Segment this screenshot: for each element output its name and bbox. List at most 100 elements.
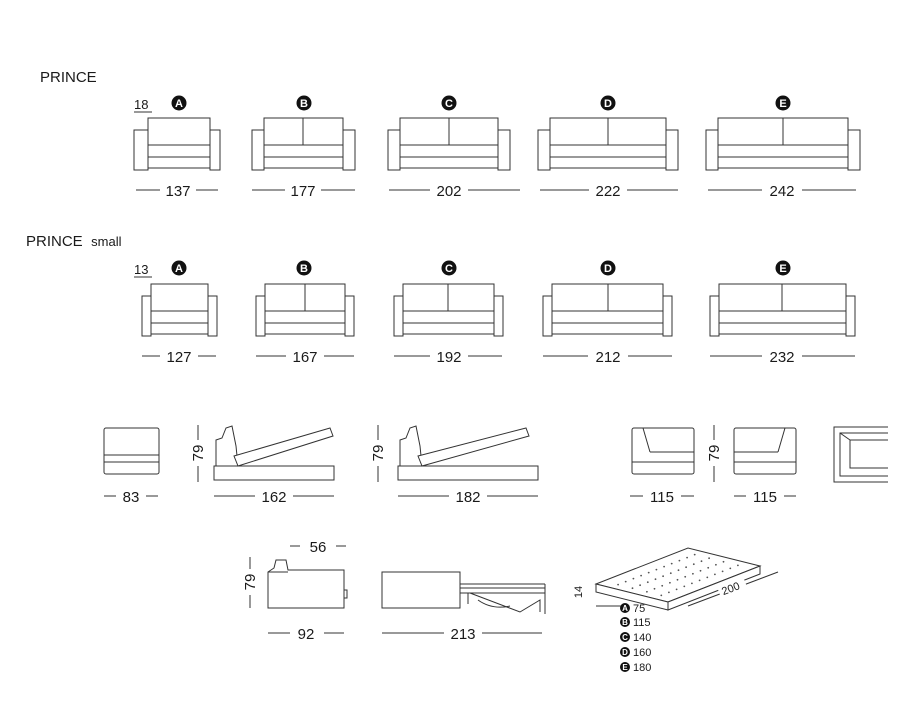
back-depth-dimension: 56 bbox=[290, 536, 346, 556]
tuft-dot bbox=[722, 560, 725, 563]
tuft-dot bbox=[647, 571, 650, 574]
svg-text:162: 162 bbox=[261, 489, 286, 506]
variant-badge-b-small: B bbox=[296, 260, 312, 276]
svg-text:83: 83 bbox=[123, 489, 140, 506]
tuft-dot bbox=[692, 563, 695, 566]
armrest-width-dimension: 83 bbox=[104, 486, 158, 506]
svg-text:115: 115 bbox=[650, 489, 674, 506]
tuft-dot bbox=[669, 581, 671, 584]
tuft-dot bbox=[639, 584, 641, 587]
tuft-dot bbox=[663, 565, 665, 568]
svg-text:79: 79 bbox=[242, 574, 259, 591]
height-dimension-side: 79 bbox=[188, 425, 208, 482]
width-dimension-c-small: 192 bbox=[394, 346, 502, 366]
svg-text:D: D bbox=[604, 98, 612, 110]
tuft-dot bbox=[700, 560, 703, 563]
mattress-width-item-b: B 115 bbox=[620, 617, 651, 629]
sofa-front-view-e bbox=[705, 117, 861, 171]
svg-text:127: 127 bbox=[166, 349, 191, 366]
svg-text:222: 222 bbox=[595, 183, 620, 200]
sofa-front-view-a bbox=[133, 117, 221, 171]
height-dimension-corner: 79 bbox=[704, 425, 724, 482]
tuft-dot bbox=[698, 579, 701, 582]
open-sofa-side-view-2 bbox=[397, 425, 539, 481]
svg-text:C: C bbox=[445, 98, 453, 110]
tuft-dot bbox=[675, 588, 678, 591]
svg-text:140: 140 bbox=[633, 632, 651, 644]
mattress-view bbox=[594, 547, 762, 611]
mattress-width-item-c: C 140 bbox=[620, 632, 651, 644]
tuft-dot bbox=[686, 556, 688, 559]
svg-text:182: 182 bbox=[455, 489, 480, 506]
tuft-dot bbox=[670, 562, 673, 565]
tuft-dot bbox=[699, 569, 702, 572]
tuft-dot bbox=[646, 581, 649, 584]
tuft-dot bbox=[668, 591, 670, 594]
tuft-dot bbox=[706, 576, 709, 579]
svg-text:177: 177 bbox=[290, 183, 315, 200]
svg-text:E: E bbox=[622, 663, 628, 672]
svg-text:D: D bbox=[622, 648, 628, 657]
svg-text:79: 79 bbox=[706, 445, 723, 462]
corner-width-dimension-1: 115 bbox=[630, 486, 694, 506]
variant-badge-a: A bbox=[171, 95, 187, 111]
tuft-dot bbox=[737, 564, 739, 567]
corner-width-dimension-2: 115 bbox=[734, 486, 796, 506]
mattress-length-dimension: 200 bbox=[687, 571, 779, 607]
variant-badge-d: D bbox=[600, 95, 616, 111]
svg-text:115: 115 bbox=[753, 489, 777, 506]
svg-text:160: 160 bbox=[633, 647, 651, 659]
series-title-prince: PRINCE bbox=[40, 69, 97, 86]
svg-text:E: E bbox=[779, 98, 786, 110]
seat-depth-label: 18 bbox=[134, 97, 148, 112]
tuft-dot bbox=[660, 594, 663, 597]
svg-text:79: 79 bbox=[190, 445, 207, 462]
tuft-dot bbox=[676, 578, 679, 581]
svg-text:B: B bbox=[622, 618, 628, 627]
mattress-width-item-e: E 180 bbox=[620, 662, 651, 674]
tuft-dot bbox=[617, 583, 619, 586]
closed-bed-side-view bbox=[267, 559, 348, 609]
sofa-front-view-d-small bbox=[542, 283, 673, 337]
tuft-dot bbox=[721, 570, 724, 573]
corner-module-view-1 bbox=[631, 427, 695, 475]
open-depth-dimension-1: 162 bbox=[214, 486, 334, 506]
tuft-dot bbox=[683, 585, 686, 588]
tuft-dot bbox=[685, 566, 687, 569]
tuft-dot bbox=[714, 573, 716, 576]
tuft-dot bbox=[729, 567, 732, 570]
mattress-thickness-dimension: 14 bbox=[573, 586, 585, 598]
svg-text:213: 213 bbox=[450, 626, 475, 643]
svg-text:242: 242 bbox=[769, 183, 794, 200]
sofa-front-view-e-small bbox=[709, 283, 856, 337]
tuft-dot bbox=[692, 572, 694, 575]
width-dimension-b-small: 167 bbox=[256, 346, 354, 366]
width-dimension-a: 137 bbox=[136, 180, 218, 200]
armrest-view bbox=[103, 427, 160, 475]
series-title-prince-small: PRINCE small bbox=[26, 233, 122, 250]
variant-badge-e-small: E bbox=[775, 260, 791, 276]
tuft-dot bbox=[707, 566, 710, 569]
mattress-width-list: A 75 B 115 C 140 D 160 E 180 bbox=[620, 603, 651, 674]
closed-depth-dimension: 92 bbox=[268, 623, 344, 643]
sofa-front-view-d bbox=[537, 117, 679, 171]
open-bed-side-view bbox=[381, 571, 546, 614]
sofa-front-view-c bbox=[387, 117, 511, 171]
tuft-dot bbox=[654, 578, 657, 581]
open-length-dimension: 213 bbox=[382, 623, 542, 643]
seat-depth-label-small: 13 bbox=[134, 262, 148, 277]
corner-top-view bbox=[833, 426, 888, 483]
variant-badge-c: C bbox=[441, 95, 457, 111]
tuft-dot bbox=[646, 590, 648, 593]
width-dimension-d: 222 bbox=[540, 180, 678, 200]
tuft-dot bbox=[669, 572, 672, 575]
svg-text:212: 212 bbox=[595, 349, 620, 366]
mattress-tufting bbox=[617, 553, 739, 597]
svg-text:180: 180 bbox=[633, 662, 651, 674]
tuft-dot bbox=[655, 568, 658, 571]
svg-text:192: 192 bbox=[436, 349, 461, 366]
open-depth-dimension-2: 182 bbox=[398, 486, 538, 506]
svg-text:C: C bbox=[622, 633, 628, 642]
svg-text:79: 79 bbox=[370, 445, 387, 462]
